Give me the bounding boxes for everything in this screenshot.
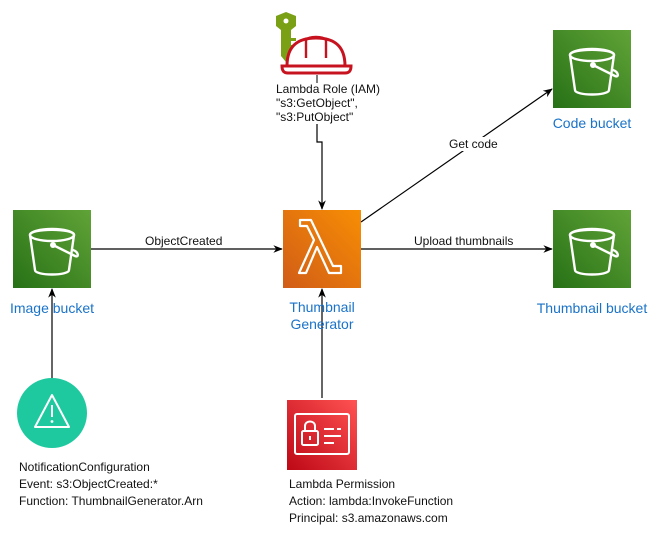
edge-label-object-created: ObjectCreated [143, 234, 225, 248]
notification-line: NotificationConfiguration [19, 460, 150, 474]
image-bucket-label: Image bucket [9, 300, 95, 316]
lambda-permission-text: Lambda Permission Action: lambda:InvokeF… [289, 476, 453, 527]
edges [48, 75, 553, 398]
lambda-role-iam[interactable] [276, 12, 353, 75]
lambda-permission-line: Principal: s3.amazonaws.com [289, 511, 448, 525]
lambda-role-line: "s3:GetObject", [276, 96, 358, 110]
notification-configuration[interactable] [17, 378, 87, 448]
lambda-role-line: Lambda Role (IAM) [276, 82, 381, 96]
thumbnail-generator-lambda[interactable] [283, 210, 361, 288]
thumbnail-bucket-label: Thumbnail bucket [536, 300, 648, 316]
notification-line: Function: ThumbnailGenerator.Arn [19, 494, 203, 508]
lambda-icon [297, 218, 343, 275]
thumbnail-generator-label-line1: Thumbnail [289, 299, 355, 315]
lambda-permission-line: Action: lambda:InvokeFunction [289, 494, 454, 508]
edge-get-code [360, 88, 553, 223]
edge-label-upload-thumbnails: Upload thumbnails [412, 234, 516, 248]
thumbnail-bucket[interactable] [553, 210, 631, 288]
iam-role-icon [276, 12, 353, 75]
image-bucket[interactable] [13, 210, 91, 288]
edge-label-get-code: Get code [447, 137, 500, 151]
code-bucket-label: Code bucket [552, 115, 632, 131]
thumbnail-generator-label: Thumbnail Generator [272, 299, 372, 333]
lambda-role-line: "s3:PutObject" [276, 110, 354, 124]
notification-line: Event: s3:ObjectCreated:* [19, 477, 158, 491]
alarm-icon [34, 394, 70, 428]
notification-configuration-text: NotificationConfiguration Event: s3:Obje… [19, 459, 203, 510]
lambda-role-text: Lambda Role (IAM) "s3:GetObject", "s3:Pu… [276, 82, 380, 124]
edge-role-to-lambda [316, 124, 326, 210]
permissions-icon [294, 413, 350, 455]
thumbnail-generator-label-line2: Generator [290, 316, 354, 332]
lambda-permission[interactable] [287, 400, 357, 470]
lambda-permission-line: Lambda Permission [289, 477, 396, 491]
code-bucket[interactable] [553, 30, 631, 108]
